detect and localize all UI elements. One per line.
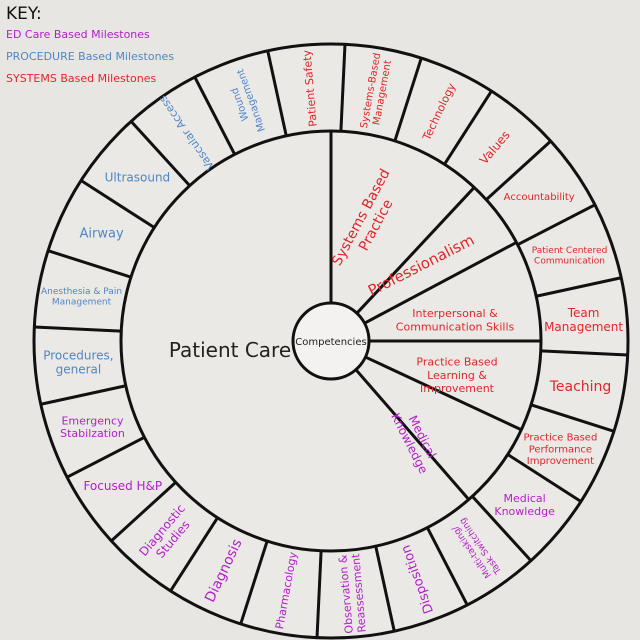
center-label: Competencies — [295, 337, 366, 348]
milestone-label: Focused H&P — [83, 479, 162, 493]
milestone-label: Knowledge — [494, 505, 555, 518]
category-label: Interpersonal & — [412, 307, 498, 320]
category-label: Learning & — [427, 369, 487, 382]
category-spoke — [355, 186, 476, 315]
milestone-label: Patient Safety — [300, 49, 319, 127]
category-label: Improvement — [420, 382, 495, 395]
milestone-label: Accountability — [504, 192, 575, 203]
segment-divider — [443, 90, 493, 166]
milestone-label: Performance — [529, 444, 592, 455]
category-spoke — [364, 355, 522, 432]
segment-divider — [130, 120, 191, 187]
category-label: Practice Based — [416, 356, 497, 369]
category-spokes — [329, 131, 541, 501]
milestone-segment: Teaching — [549, 379, 612, 395]
legend-item-ed: ED Care Based Milestones — [6, 28, 150, 41]
milestone-label: Communication — [534, 257, 605, 267]
category-spoke — [363, 241, 518, 325]
milestone-label: Emergency — [61, 414, 124, 427]
legend-item-procedure: PROCEDURE Based Milestones — [6, 50, 175, 63]
milestone-segment: Accountability — [504, 192, 575, 203]
milestone-label: Procedures, — [43, 348, 113, 362]
segment-divider — [110, 481, 177, 542]
segment-divider — [393, 57, 423, 142]
segment-divider — [239, 540, 269, 625]
legend-item-systems: SYSTEMS Based Milestones — [6, 72, 157, 85]
segment-divider — [47, 249, 132, 279]
milestone-label: general — [56, 363, 102, 377]
segment-divider — [374, 545, 396, 632]
segment-divider — [34, 325, 122, 333]
milestone-segment: Focused H&P — [83, 479, 162, 493]
segment-divider — [40, 384, 127, 406]
segment-divider — [516, 203, 596, 247]
segment-divider — [339, 44, 347, 132]
segment-divider — [535, 276, 622, 298]
milestone-label: Management — [544, 320, 623, 334]
legend: KEY: ED Care Based Milestones PROCEDURE … — [6, 4, 174, 90]
milestone-label: Practice Based — [523, 433, 597, 444]
milestone-label: Stabilzation — [60, 427, 125, 440]
segment-divider — [193, 76, 237, 156]
milestone-label: Anesthesia & Pain — [41, 287, 122, 297]
segment-divider — [471, 495, 532, 562]
category-patient-care: Patient Care — [169, 338, 291, 362]
segment-divider — [315, 550, 323, 638]
segment-dividers — [34, 44, 628, 638]
milestone-label: Management — [52, 298, 112, 308]
milestone-label: Ultrasound — [105, 171, 171, 185]
milestone-segment: Procedures,general — [43, 348, 113, 376]
segment-divider — [540, 349, 628, 357]
milestone-label: Airway — [80, 227, 124, 242]
milestone-label: Improvement — [527, 456, 594, 467]
milestone-label: Team — [567, 306, 600, 320]
milestone-segment: Ultrasound — [105, 171, 171, 185]
segment-divider — [66, 435, 146, 479]
legend-title: KEY: — [6, 4, 42, 24]
segment-divider — [266, 50, 288, 137]
milestone-segment: Airway — [80, 227, 124, 242]
segment-divider — [80, 179, 156, 229]
category-label: Communication Skills — [396, 320, 515, 333]
milestone-label: Teaching — [549, 379, 612, 395]
segment-divider — [485, 140, 552, 201]
segment-divider — [425, 526, 469, 606]
segment-divider — [169, 516, 219, 592]
milestone-label: Patient Centered — [532, 246, 608, 256]
segment-divider — [530, 403, 615, 433]
category-spoke — [354, 368, 470, 501]
milestone-label: Medical — [504, 492, 546, 505]
category-group: Interpersonal &Communication Skills — [396, 307, 515, 333]
center-hub — [291, 301, 371, 381]
segment-divider — [506, 453, 582, 503]
milestone-segment: Patient Safety — [300, 49, 319, 127]
